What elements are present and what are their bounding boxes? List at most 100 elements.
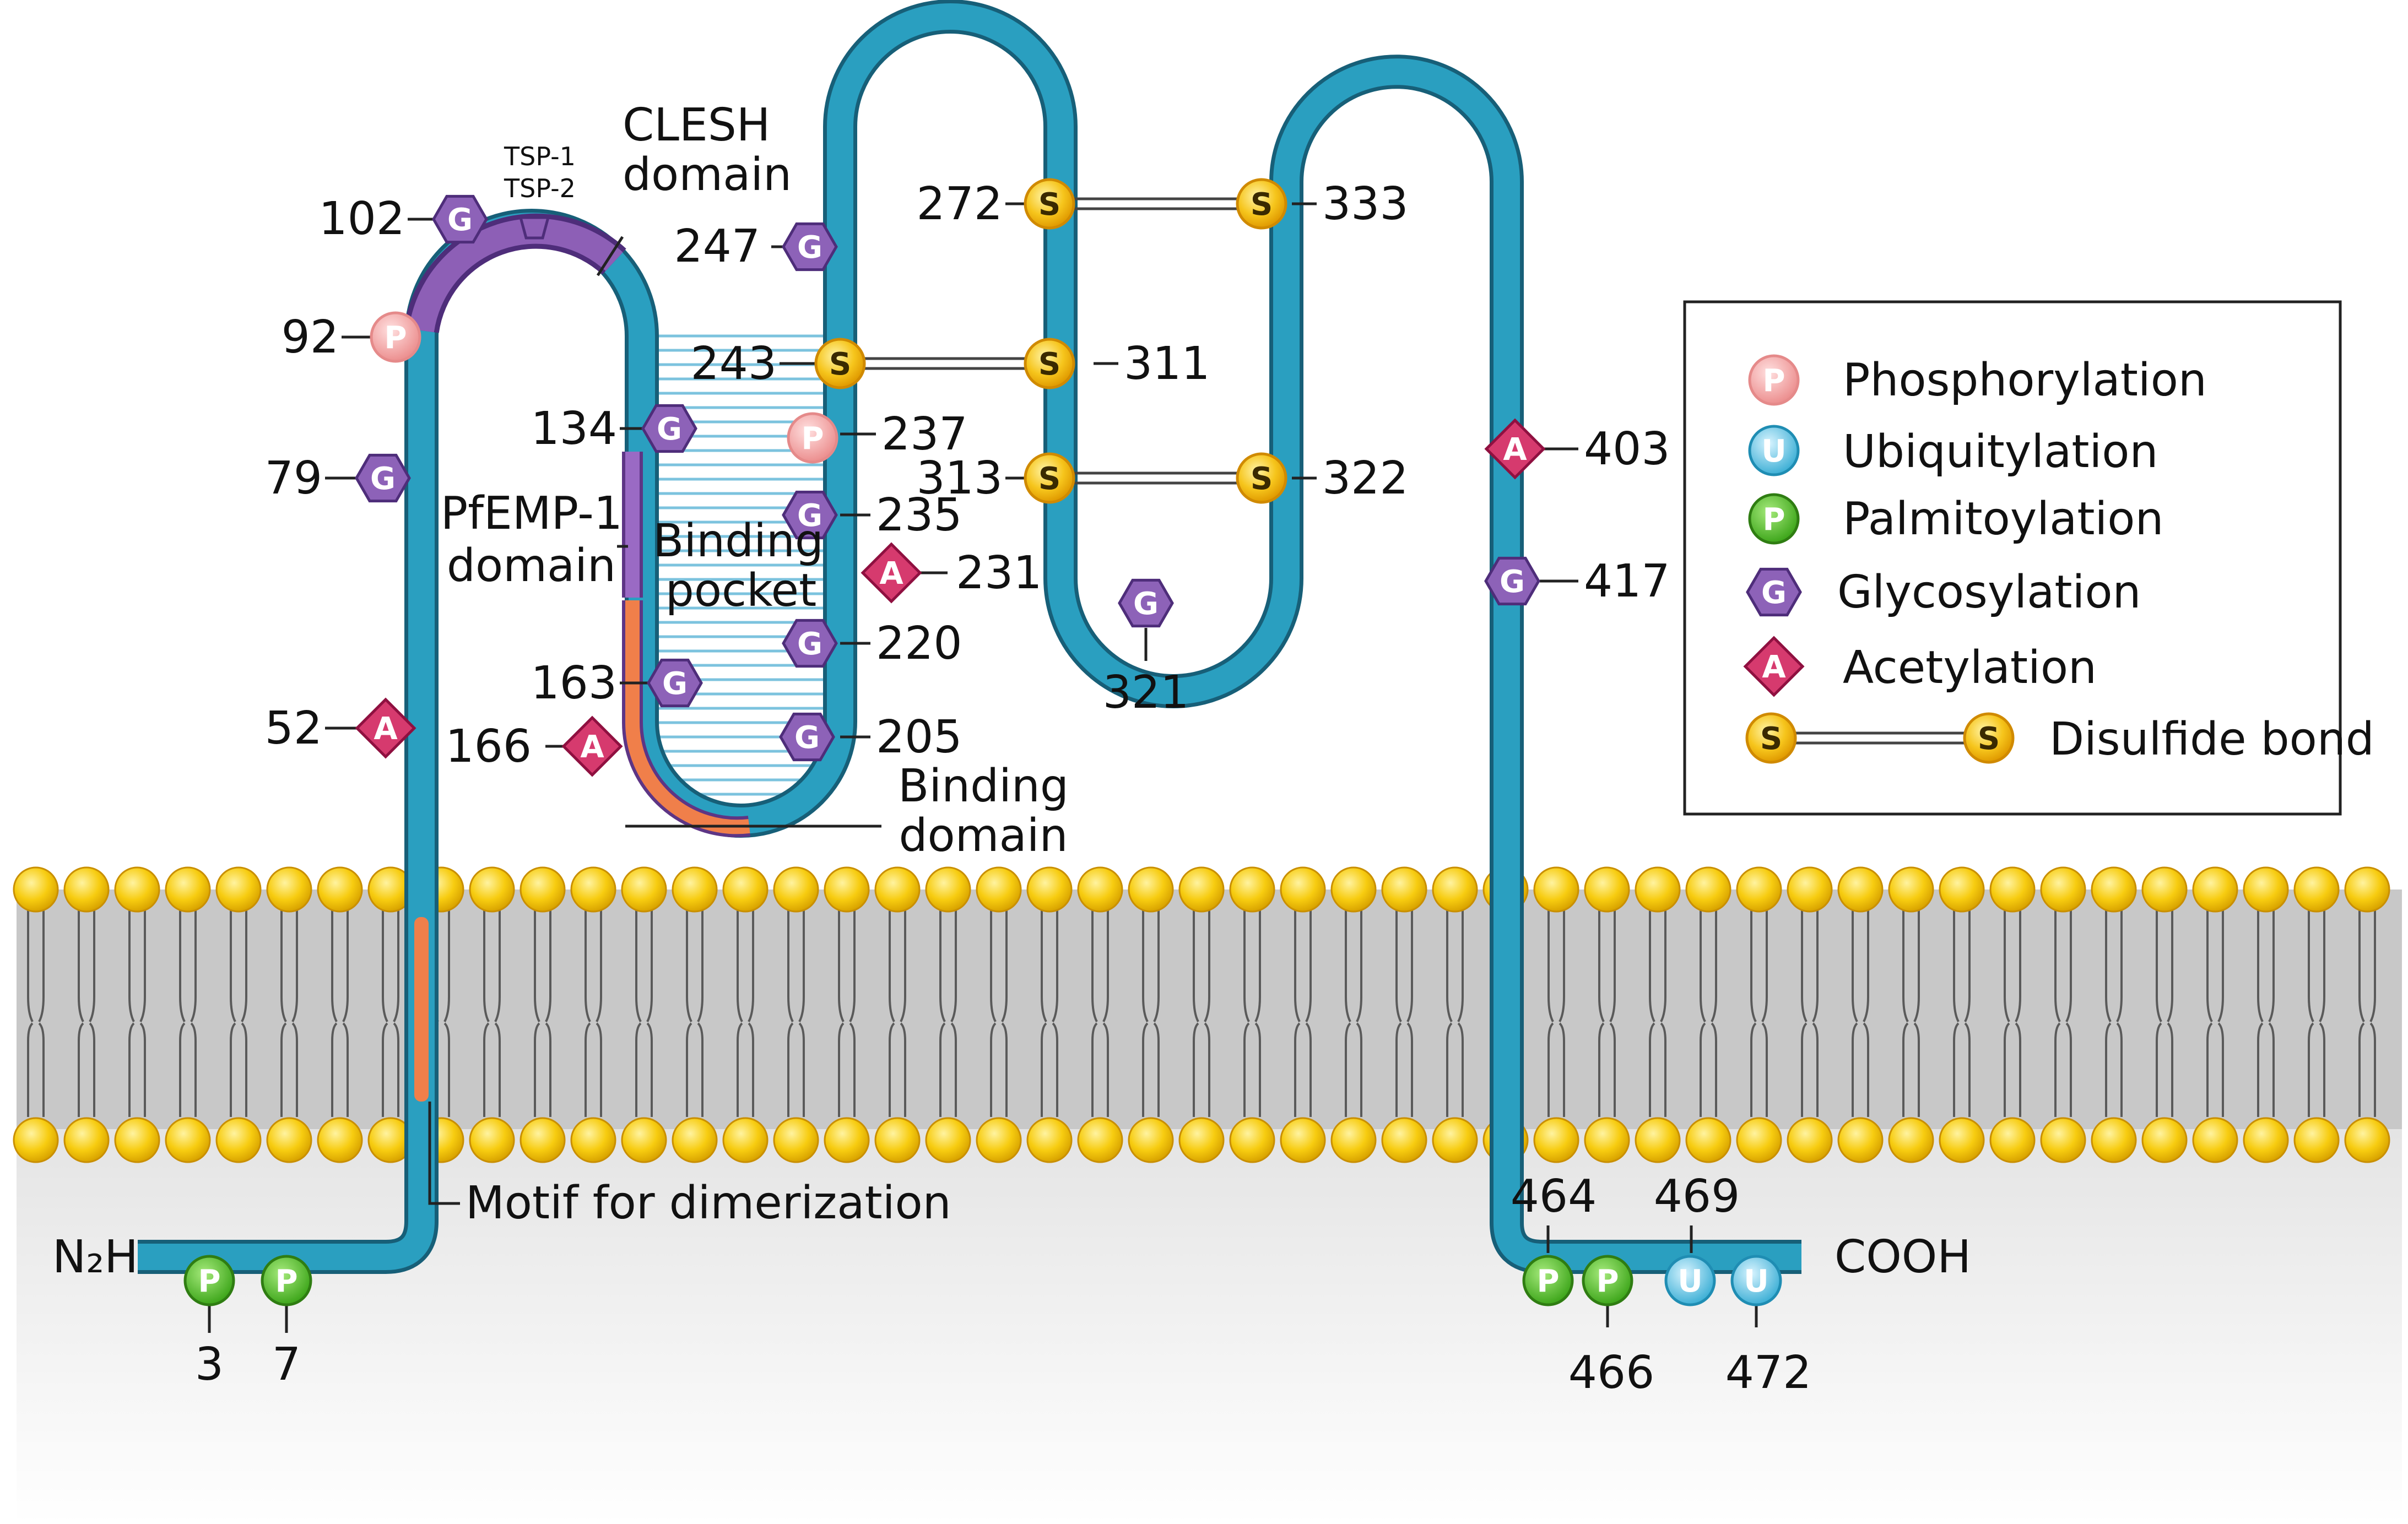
lipid-tail [38, 903, 45, 1022]
lipid-tail [38, 1022, 45, 1117]
palmitoylation-marker-466: P [1582, 1255, 1633, 1306]
label-3: 3 [195, 1338, 224, 1391]
lipid-tail [179, 1022, 186, 1117]
lipid-head [722, 866, 769, 913]
lipid-tail [27, 903, 34, 1022]
lipid-head [570, 866, 616, 913]
pfemp1-label-2: domain [447, 540, 616, 592]
lipid-tail [2217, 1022, 2224, 1117]
lipid-tail [128, 903, 135, 1022]
svg-text:A: A [1762, 649, 1786, 685]
lipid-tail [534, 903, 540, 1022]
disulfide-marker-243: S [814, 338, 866, 389]
lipid-tail [798, 903, 805, 1022]
lipid-tail [443, 1022, 450, 1117]
lipid-tail [291, 903, 298, 1022]
lipid-head [1533, 866, 1579, 913]
lipid-tail [483, 1022, 490, 1117]
svg-text:P: P [275, 1263, 297, 1299]
legend-icon-acetylation: A [1743, 636, 1805, 697]
lipid-tail [1153, 903, 1160, 1022]
lipid-tail [635, 1022, 642, 1117]
lipid-head [1787, 1117, 1833, 1163]
glycosylation-marker-417: G [1484, 556, 1540, 606]
lipid-head [1381, 1117, 1427, 1163]
label-272: 272 [916, 178, 1003, 230]
clesh-label-1: CLESH [623, 99, 770, 151]
lipid-tail [1953, 1022, 1960, 1117]
lipid-head [1939, 1117, 1985, 1163]
lipid-tail [1142, 903, 1149, 1022]
svg-text:G: G [662, 666, 688, 702]
lipid-tail [1761, 903, 1768, 1022]
lipid-head [976, 866, 1022, 913]
lipid-tail [1041, 1022, 1047, 1117]
tsp-label-2: TSP-2 [504, 173, 576, 203]
tsp-label-1: TSP-1 [504, 142, 576, 171]
legend-label-acetylation: Acetylation [1843, 642, 2097, 694]
lipid-tail [2358, 1022, 2365, 1117]
lipid-tail [1801, 1022, 1808, 1117]
lipid-head [722, 1117, 769, 1163]
lipid-tail [2308, 903, 2314, 1022]
lipid-tail [1406, 1022, 1413, 1117]
svg-text:G: G [1761, 575, 1787, 611]
lipid-tail [1091, 903, 1098, 1022]
lipid-tail [1446, 1022, 1453, 1117]
lipid-tail [1243, 903, 1250, 1022]
lipid-tail [1254, 903, 1261, 1022]
lipid-tail [889, 903, 895, 1022]
glycosylation-marker-321: G [1118, 578, 1174, 628]
svg-text:P: P [198, 1263, 220, 1299]
lipid-tail [179, 903, 186, 1022]
lipid-head [1787, 866, 1833, 913]
lipid-head [114, 866, 160, 913]
phosphorylation-marker-92: P [370, 311, 421, 363]
lipid-tail [635, 903, 642, 1022]
binding-pocket-label-1: Binding [653, 515, 824, 567]
svg-text:P: P [384, 320, 407, 356]
lipid-tail [1660, 903, 1666, 1022]
lipid-head [1178, 866, 1225, 913]
lipid-tail [2358, 903, 2365, 1022]
svg-text:P: P [1536, 1263, 1559, 1299]
lipid-tail [2156, 1022, 2162, 1117]
lipid-head [1280, 1117, 1326, 1163]
lipid-tail [2065, 903, 2072, 1022]
lipid-tail [2319, 1022, 2325, 1117]
lipid-tail [1750, 903, 1757, 1022]
label-7: 7 [272, 1338, 301, 1391]
lipid-tail [889, 1022, 895, 1117]
lipid-head [874, 866, 921, 913]
lipid-tail [646, 1022, 653, 1117]
lipid-tail [1812, 1022, 1819, 1117]
lipid-tail [1913, 1022, 1920, 1117]
lipid-tail [1559, 903, 1565, 1022]
lipid-tail [1700, 903, 1706, 1022]
lipid-head [925, 1117, 971, 1163]
lipid-tail [950, 1022, 957, 1117]
binding-pocket-label-2: pocket [665, 565, 816, 617]
lipid-head [1989, 866, 2036, 913]
lipid-tail [2156, 903, 2162, 1022]
lipid-tail [1863, 903, 1869, 1022]
lipid-tail [1711, 903, 1717, 1022]
lipid-head [2091, 1117, 2137, 1163]
lipid-head [266, 866, 312, 913]
n-terminus-label: N₂H [52, 1231, 138, 1283]
label-52: 52 [265, 702, 322, 755]
lipid-tail [1345, 1022, 1351, 1117]
lipid-tail [2268, 903, 2275, 1022]
binding-domain-label-1: Binding [898, 760, 1069, 812]
lipid-head [469, 1117, 515, 1163]
lipid-tail [1598, 1022, 1605, 1117]
lipid-tail [2217, 903, 2224, 1022]
svg-text:G: G [797, 230, 822, 265]
glycosylation-marker-205: G [779, 712, 835, 762]
lipid-tail [1406, 903, 1413, 1022]
lipid-head [1888, 1117, 1934, 1163]
svg-text:A: A [580, 729, 604, 765]
lipid-head [1229, 866, 1275, 913]
lipid-tail [1446, 903, 1453, 1022]
svg-text:A: A [1503, 432, 1527, 468]
